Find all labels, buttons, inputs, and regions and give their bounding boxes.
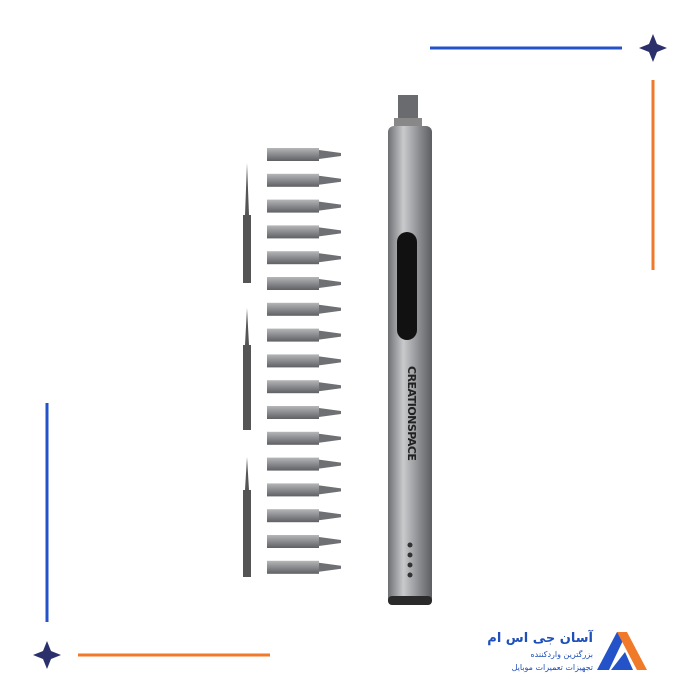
screwdriver-bit [267, 535, 341, 548]
logo-title: آسان جی اس ام [487, 631, 593, 646]
screwdriver-bit [267, 199, 341, 213]
star-icon [33, 641, 61, 669]
screwdriver-bit [267, 277, 341, 290]
screwdriver-bit [267, 380, 341, 394]
screwdriver-bit [267, 173, 341, 187]
logo-tagline-2: تجهیزات تعمیرات موبایل [511, 663, 593, 672]
power-switch [397, 232, 417, 340]
screwdriver-bit [267, 509, 341, 523]
screwdriver-bit [267, 406, 341, 419]
brand-logo [597, 632, 647, 670]
screwdriver-bit [267, 457, 341, 471]
decor-lines [33, 34, 667, 669]
bit-set [267, 148, 341, 574]
brand-text: CREATIONSPACE [405, 366, 418, 461]
screwdriver-bit [267, 560, 341, 574]
screwdriver-bit [267, 225, 341, 239]
logo-tagline-1: بزرگترین واردکننده [530, 650, 593, 659]
screwdriver-bit [267, 251, 341, 265]
screwdriver-bit [267, 354, 341, 368]
precision-bit [243, 457, 251, 577]
precision-bit [243, 308, 251, 430]
precision-bits [243, 163, 251, 577]
screwdriver-bit [267, 302, 341, 316]
electric-screwdriver [388, 95, 432, 605]
screwdriver-bit [267, 431, 341, 445]
screwdriver-bit [267, 148, 341, 161]
screwdriver-bit [267, 483, 341, 497]
precision-bit [243, 163, 251, 283]
screwdriver-bit [267, 328, 341, 342]
star-icon [639, 34, 667, 62]
